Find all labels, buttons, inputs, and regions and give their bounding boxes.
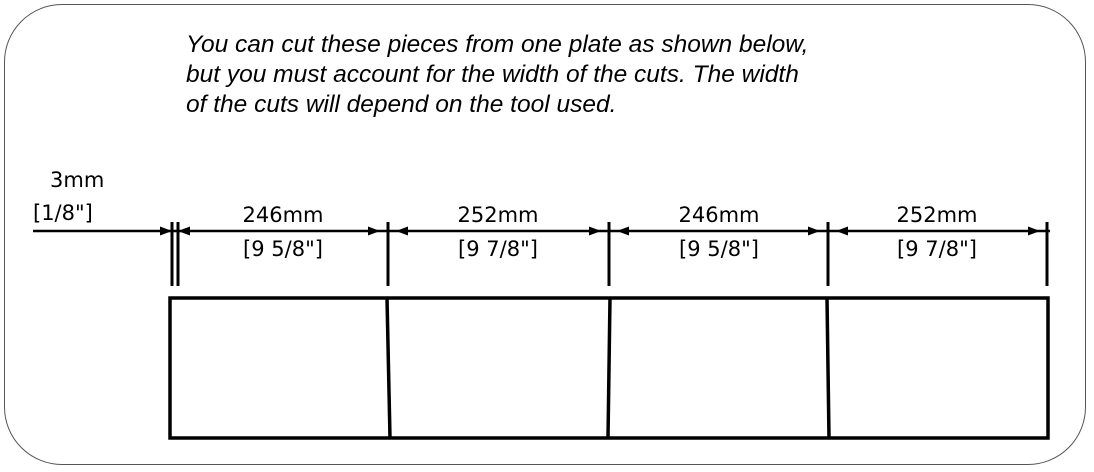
caption-text: You can cut these pieces from one plate … [186, 30, 1006, 120]
arrowhead-piece-1-end [368, 226, 380, 236]
arrowhead-piece-4-end [1028, 226, 1040, 236]
piece-1-metric-label: 246mm [243, 203, 324, 227]
plate-cut-line-3 [825, 297, 831, 439]
piece-1-imperial-label: [9 5/8"] [243, 237, 323, 261]
diagram-panel [4, 4, 1086, 465]
piece-2-imperial-label: [9 7/8"] [458, 237, 538, 261]
arrowhead-cut-left [160, 226, 172, 236]
caption-line-3: of the cuts will depend on the tool used… [186, 91, 617, 118]
plate-cut-line-1 [385, 297, 392, 439]
cut-width-imperial-label: [1/8"] [33, 201, 93, 225]
plate-cut-line-2 [606, 297, 612, 439]
arrowhead-cut-right [178, 226, 190, 236]
arrowhead-piece-3-end [808, 226, 820, 236]
piece-3-imperial-label: [9 5/8"] [679, 237, 759, 261]
piece-3-metric-label: 246mm [679, 203, 760, 227]
piece-2-metric-label: 252mm [458, 203, 539, 227]
arrowhead-piece-4-start [836, 226, 848, 236]
piece-4-imperial-label: [9 7/8"] [897, 237, 977, 261]
caption-line-2: but you must account for the width of th… [186, 61, 799, 88]
piece-4-metric-label: 252mm [897, 203, 978, 227]
arrowhead-piece-2-end [589, 226, 601, 236]
arrowhead-piece-3-start [617, 226, 629, 236]
caption-line-1: You can cut these pieces from one plate … [186, 31, 809, 58]
cut-width-metric-label: 3mm [50, 168, 104, 192]
arrowhead-piece-2-start [396, 226, 408, 236]
